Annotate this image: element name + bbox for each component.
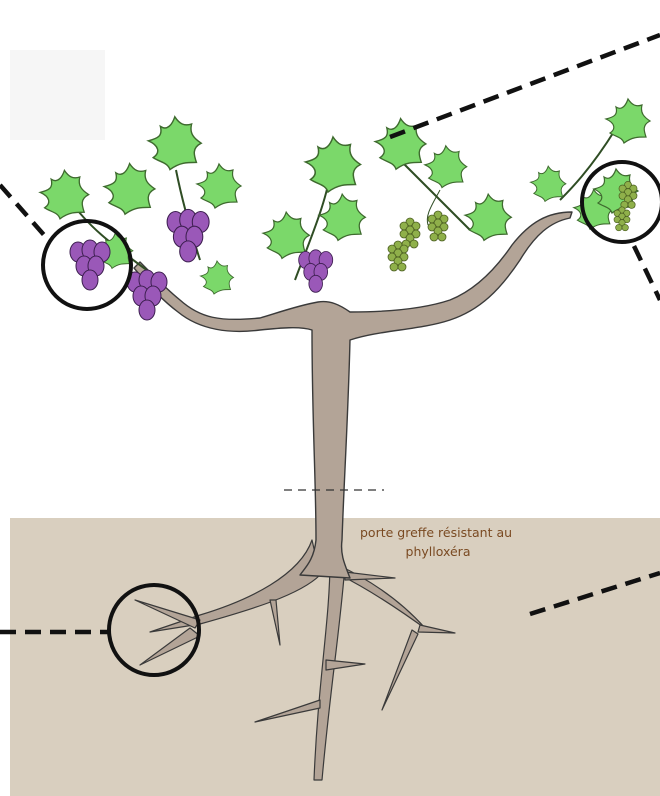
vine-leaf	[104, 164, 155, 215]
vine-leaf	[306, 137, 361, 192]
vine-leaf	[606, 99, 650, 143]
background-smudge	[10, 50, 105, 140]
vine-leaf	[319, 194, 365, 240]
vine-leaf	[425, 146, 467, 188]
grape-bunch	[299, 250, 333, 292]
flower-cluster	[428, 211, 448, 241]
rootstock-label-line2: phylloxéra	[406, 544, 471, 559]
flower-cluster	[619, 181, 637, 208]
vine-leaf	[531, 166, 566, 201]
vine-leaf	[40, 170, 88, 218]
grape-bunch	[127, 270, 167, 320]
vine-leaf	[465, 194, 511, 240]
vine-leaf	[197, 164, 241, 208]
vine-leaf	[263, 212, 309, 258]
callout-line-top-left	[0, 185, 44, 235]
vine-leaf	[148, 117, 201, 170]
grape-bunch	[70, 240, 110, 290]
flower-cluster	[400, 218, 420, 248]
flower-cluster	[614, 207, 630, 231]
grape-bunch	[167, 209, 209, 262]
flower-cluster	[388, 241, 408, 271]
vine-leaf	[201, 261, 234, 294]
rootstock-label-line1: porte greffe résistant au	[360, 525, 512, 540]
callout-line-right-upper	[634, 246, 660, 300]
